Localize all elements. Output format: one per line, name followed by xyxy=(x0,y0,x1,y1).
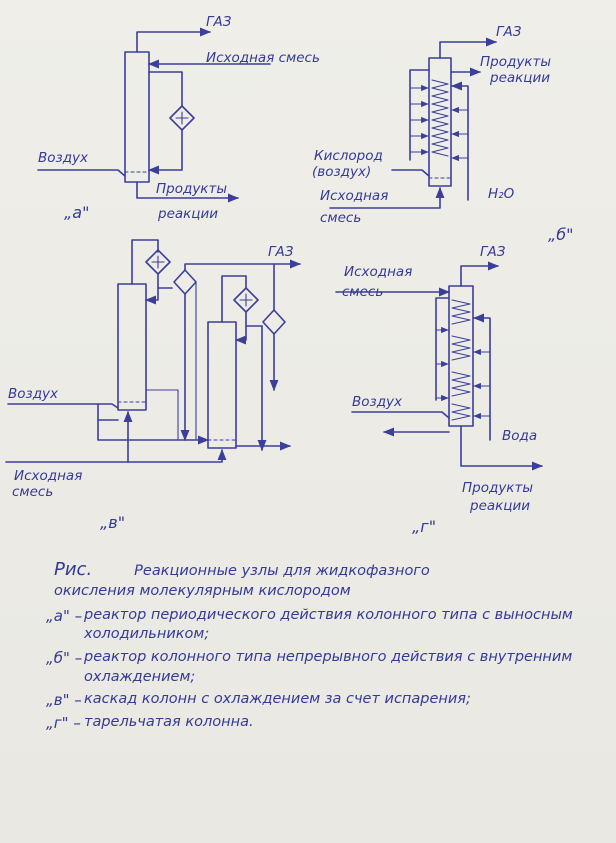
column-v-1 xyxy=(117,283,147,411)
label-g-products-1: Продукты xyxy=(462,480,533,496)
diagram-g: ГАЗ Исходная смесь Воздух Вода Продукты … xyxy=(335,244,544,536)
air-line-g xyxy=(351,411,450,419)
label-a-products-1: Продукты xyxy=(156,181,227,197)
label-g-water: Вода xyxy=(502,428,537,444)
recycle-manifold-b xyxy=(409,69,430,161)
diagram-a: ГАЗ Исходная смесь Воздух Продукты реакц… xyxy=(37,14,320,222)
label-b-products-1: Продукты xyxy=(480,54,551,70)
separator-v1 xyxy=(173,269,197,295)
gas-line-g xyxy=(460,261,500,287)
air-line-v xyxy=(7,403,119,421)
reactor-diagrams: ГАЗ Исходная смесь Воздух Продукты реакц… xyxy=(5,14,574,536)
caption-item-text: реактор колонного типа непрерывного дейс… xyxy=(84,648,573,685)
label-g-tag: „г" xyxy=(412,517,436,536)
tray-coil-g-1 xyxy=(451,299,471,325)
condenser-v2 xyxy=(233,287,259,313)
caption-item-text: тарельчатая колонна. xyxy=(84,714,254,731)
label-b-products-2: реакции xyxy=(489,70,550,86)
label-v-feed-2: смесь xyxy=(12,484,53,500)
label-v-air: Воздух xyxy=(8,386,59,402)
label-g-feed-2: смесь xyxy=(342,284,383,300)
label-b-gas: ГАЗ xyxy=(496,24,522,40)
caption-item: „а" – реактор периодического действия ко… xyxy=(46,606,606,645)
caption-title: Реакционные узлы для жидкофазного xyxy=(134,563,430,579)
vapour-line-v1 xyxy=(131,239,159,285)
water-line-g xyxy=(472,313,491,441)
label-g-products-2: реакции xyxy=(469,498,530,514)
label-b-feed-2: смесь xyxy=(320,210,361,226)
label-v-feed-1: Исходная xyxy=(14,468,82,484)
caption-item-mark: „г" – xyxy=(46,714,81,733)
label-b-tag: „б" xyxy=(548,225,574,244)
diagram-v: ГАЗ Воздух Исходная смесь „в" xyxy=(5,239,302,532)
label-a-feed: Исходная смесь xyxy=(206,50,320,66)
caption-item: „б" – реактор колонного типа непрерывног… xyxy=(46,648,606,687)
gas-line-b xyxy=(439,37,498,59)
label-a-tag: „а" xyxy=(64,203,89,222)
label-v-tag: „в" xyxy=(100,513,125,532)
tray-coil-g-3 xyxy=(451,371,471,397)
recycle-loop-a xyxy=(148,71,183,107)
diagram-b: ГАЗ Продукты реакции Кислород (воздух) И… xyxy=(312,24,574,244)
tray-coil-g-2 xyxy=(451,335,471,361)
caption-item-mark: „б" – xyxy=(46,648,83,667)
feed-line-b xyxy=(329,186,445,209)
condenser-v1 xyxy=(145,249,171,275)
products-line-a xyxy=(136,181,240,203)
internal-coil-b xyxy=(431,79,449,157)
cooler-a xyxy=(169,105,195,131)
oxygen-line-b xyxy=(391,169,430,177)
label-g-gas: ГАЗ xyxy=(480,244,506,260)
label-b-oxygen-1: Кислород xyxy=(314,148,383,164)
caption-item-text: каскад колонн с охлаждением за счет испа… xyxy=(84,691,471,708)
label-b-water: H₂O xyxy=(488,186,515,202)
label-b-feed-1: Исходная xyxy=(320,188,388,204)
caption-item-mark: „в" – xyxy=(46,691,82,710)
caption-item: „г" – тарельчатая колонна. xyxy=(46,713,606,733)
gas-line-a xyxy=(136,27,212,53)
label-b-oxygen-2: (воздух) xyxy=(312,164,371,180)
caption-item-mark: „а" – xyxy=(46,606,83,625)
label-a-gas: ГАЗ xyxy=(206,14,232,30)
tray-coil-g-4 xyxy=(451,403,471,421)
column-a xyxy=(124,51,150,183)
caption-title-cont: окисления молекулярным кислородом xyxy=(54,583,351,600)
figure-caption: Рис. Реакционные узлы для жидкофазного ок… xyxy=(46,558,606,734)
label-g-feed-1: Исходная xyxy=(344,264,412,280)
column-v-2 xyxy=(207,321,237,449)
label-a-products-2: реакции xyxy=(157,206,218,222)
label-g-air: Воздух xyxy=(352,394,403,410)
water-line-b xyxy=(450,81,469,201)
label-a-air: Воздух xyxy=(38,150,89,166)
caption-prefix: Рис. xyxy=(54,559,93,580)
separator-v2 xyxy=(262,309,286,335)
vapour-line-v2 xyxy=(221,275,247,323)
caption-item: „в" – каскад колонн с охлаждением за сче… xyxy=(46,690,606,710)
air-line-a xyxy=(37,169,126,177)
label-v-gas: ГАЗ xyxy=(268,244,294,260)
products-line-g xyxy=(460,425,544,471)
caption-item-text: реактор периодического действия колонног… xyxy=(84,606,573,643)
caption-title-line: Рис. Реакционные узлы для жидкофазного xyxy=(54,558,606,582)
